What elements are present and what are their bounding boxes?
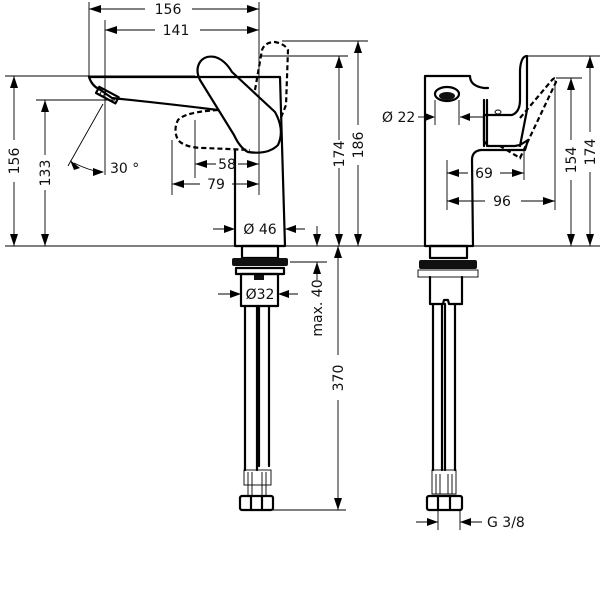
arrow-head bbox=[313, 262, 321, 274]
arrow-head bbox=[354, 41, 362, 53]
dim-body-diameter: Ø 46 bbox=[243, 222, 276, 238]
arrow-head bbox=[70, 160, 80, 170]
arrow-head bbox=[334, 498, 342, 510]
arrow-head bbox=[335, 56, 343, 68]
shank bbox=[240, 244, 280, 260]
arrow-head bbox=[10, 234, 18, 246]
lever-open-outline bbox=[253, 40, 290, 121]
spout bbox=[87, 75, 238, 112]
arrow-head bbox=[230, 290, 241, 298]
hose-crimp bbox=[243, 469, 272, 486]
arrow-head bbox=[460, 113, 470, 121]
arrow-head bbox=[247, 160, 259, 168]
front-view: Ø 22 69 96 154 174 bbox=[382, 54, 600, 531]
dim-mounting-diameter: Ø32 bbox=[246, 287, 275, 303]
arrow-head bbox=[285, 225, 296, 233]
aerator bbox=[94, 85, 120, 105]
dim-aerator-height: 133 bbox=[38, 160, 54, 187]
washer-front bbox=[417, 269, 479, 278]
arrow-head bbox=[586, 56, 594, 68]
spray-angle-line bbox=[67, 103, 104, 167]
arrow-head bbox=[278, 290, 289, 298]
dim-aerator-diameter: Ø 22 bbox=[382, 110, 415, 126]
dim-height-lever-open: 186 bbox=[351, 132, 367, 159]
hose-nut bbox=[238, 494, 275, 512]
dim-max-deck-thickness: max. 40 bbox=[310, 279, 326, 336]
shank-front bbox=[428, 244, 469, 260]
arrow-head bbox=[224, 225, 235, 233]
dim-spout-reach-aerator: 141 bbox=[163, 23, 190, 39]
arrow-head bbox=[447, 169, 459, 177]
dim-connection-thread: G 3/8 bbox=[487, 515, 525, 531]
aerator-front bbox=[433, 85, 461, 103]
lever-handle bbox=[196, 55, 282, 154]
hose-nut-front bbox=[425, 494, 464, 512]
lever-forward-outline bbox=[174, 108, 251, 152]
arrow-head bbox=[89, 5, 101, 13]
arrow-head bbox=[247, 180, 259, 188]
lever-open-outline-front bbox=[499, 77, 558, 160]
arrow-head bbox=[543, 197, 555, 205]
arrow-head bbox=[105, 26, 117, 34]
faucet-body bbox=[233, 75, 287, 248]
dim-lever-height: 154 bbox=[564, 147, 580, 174]
arrow-head bbox=[354, 234, 362, 246]
mounting-body-front bbox=[428, 275, 464, 306]
dim-total-height-side: 174 bbox=[332, 141, 348, 168]
arrow-head bbox=[93, 168, 104, 176]
arrow-head bbox=[313, 234, 321, 246]
arrow-head bbox=[172, 180, 184, 188]
dim-spray-angle: 30 ° bbox=[110, 161, 139, 177]
arrow-head bbox=[247, 5, 259, 13]
clip bbox=[254, 275, 264, 280]
arrow-head bbox=[334, 246, 342, 258]
arrow-head bbox=[567, 234, 575, 246]
dim-lever-reach-open: 79 bbox=[207, 177, 225, 193]
hose-fittings bbox=[247, 472, 267, 496]
dim-spout-reach-total: 156 bbox=[155, 2, 182, 18]
arrow-head bbox=[41, 234, 49, 246]
arrow-head bbox=[195, 160, 207, 168]
arrow-head bbox=[247, 26, 259, 34]
mounting-nut-front bbox=[419, 260, 477, 269]
arrow-head bbox=[447, 197, 459, 205]
lever-indicator bbox=[494, 109, 502, 115]
arrow-head bbox=[567, 78, 575, 90]
arrow-head bbox=[425, 113, 435, 121]
side-view: 156 141 156 133 30 ° bbox=[5, 2, 600, 512]
arrow-head bbox=[512, 169, 524, 177]
dim-lever-reach-closed: 58 bbox=[218, 157, 236, 173]
arrow-head bbox=[460, 518, 471, 526]
dim-lever-depth-closed: 69 bbox=[475, 166, 493, 182]
aerator-mesh bbox=[439, 92, 455, 100]
mounting-nut bbox=[232, 258, 288, 266]
arrow-head bbox=[335, 234, 343, 246]
arrow-head bbox=[586, 234, 594, 246]
dim-spout-height: 156 bbox=[7, 148, 23, 175]
faucet-body-front bbox=[423, 54, 530, 248]
arrow-head bbox=[41, 100, 49, 112]
dim-lever-depth-open: 96 bbox=[493, 194, 511, 210]
arrow-head bbox=[10, 76, 18, 88]
hose-fittings-front bbox=[431, 469, 457, 495]
dim-total-height-front: 174 bbox=[583, 139, 599, 166]
arrow-head bbox=[427, 518, 438, 526]
dim-hose-length: 370 bbox=[331, 365, 347, 392]
